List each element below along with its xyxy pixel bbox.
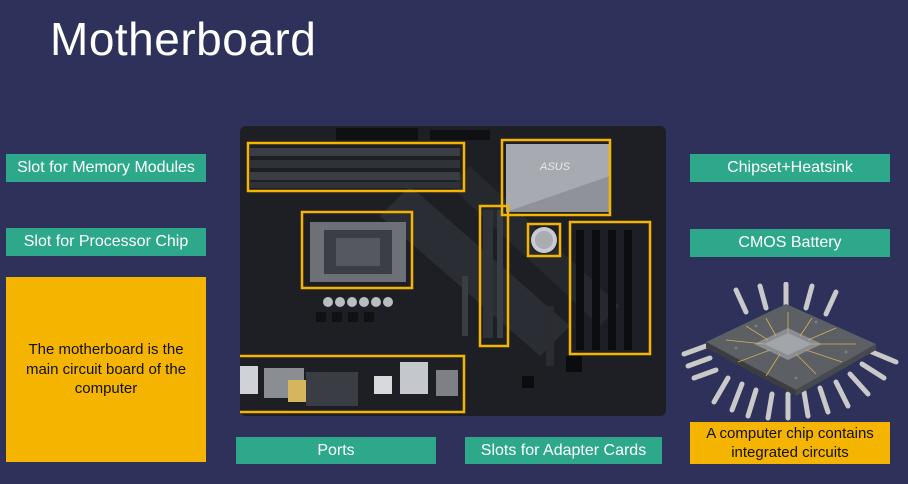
processor-slot-label: Slot for Processor Chip (6, 228, 206, 256)
chipset-label: Chipset+Heatsink (690, 154, 890, 182)
memory-slot-label: Slot for Memory Modules (6, 154, 206, 182)
computer-chip-image (681, 282, 899, 421)
motherboard-image: ASUS (240, 126, 666, 416)
ports-label: Ports (236, 437, 436, 464)
adapter-slots-label: Slots for Adapter Cards (465, 437, 662, 464)
chip-description: A computer chip contains integrated circ… (690, 422, 890, 464)
motherboard-description: The motherboard is the main circuit boar… (6, 277, 206, 462)
slide-title: Motherboard (50, 13, 317, 65)
cmos-battery-label: CMOS Battery (690, 229, 890, 257)
brand-logo: ASUS (539, 161, 571, 173)
